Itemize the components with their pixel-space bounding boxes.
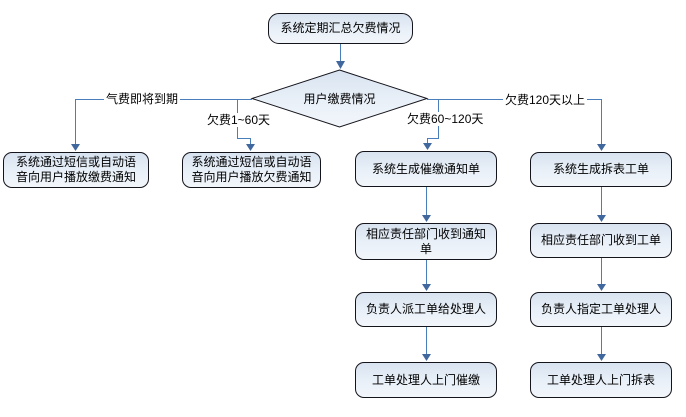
flow-node-dept-receives-notice: 相应责任部门收到通知单 <box>355 223 497 260</box>
flow-node-start: 系统定期汇总欠费情况 <box>268 13 413 44</box>
flow-node-designate-workorder-handler: 负责人指定工单处理人 <box>530 292 672 327</box>
branch-label-arrears-60-120-days: 欠费60~120天 <box>405 112 486 126</box>
flow-node-sms-arrears-notice: 系统通过短信或自动语音向用户播放欠费通知 <box>182 152 321 188</box>
flow-node-dept-receives-workorder: 相应责任部门收到工单 <box>530 223 672 258</box>
flow-node-generate-collection-notice: 系统生成催缴通知单 <box>355 151 497 187</box>
flow-node-handler-door-collection: 工单处理人上门催缴 <box>355 362 497 398</box>
flow-node-handler-door-meter-removal: 工单处理人上门拆表 <box>530 362 672 398</box>
branch-label-arrears-over-120-days: 欠费120天以上 <box>503 93 588 107</box>
branch-label-gas-fee-due-soon: 气费即将到期 <box>104 92 181 106</box>
flow-node-sms-payment-notice: 系统通过短信或自动语音向用户播放缴费通知 <box>3 152 149 188</box>
flow-node-generate-meter-removal-workorder: 系统生成拆表工单 <box>530 152 672 187</box>
flow-node-assign-workorder-to-handler: 负责人派工单给处理人 <box>355 292 497 327</box>
branch-label-arrears-1-60-days: 欠费1~60天 <box>205 113 273 127</box>
decision-diamond-label: 用户缴费情况 <box>303 92 376 106</box>
